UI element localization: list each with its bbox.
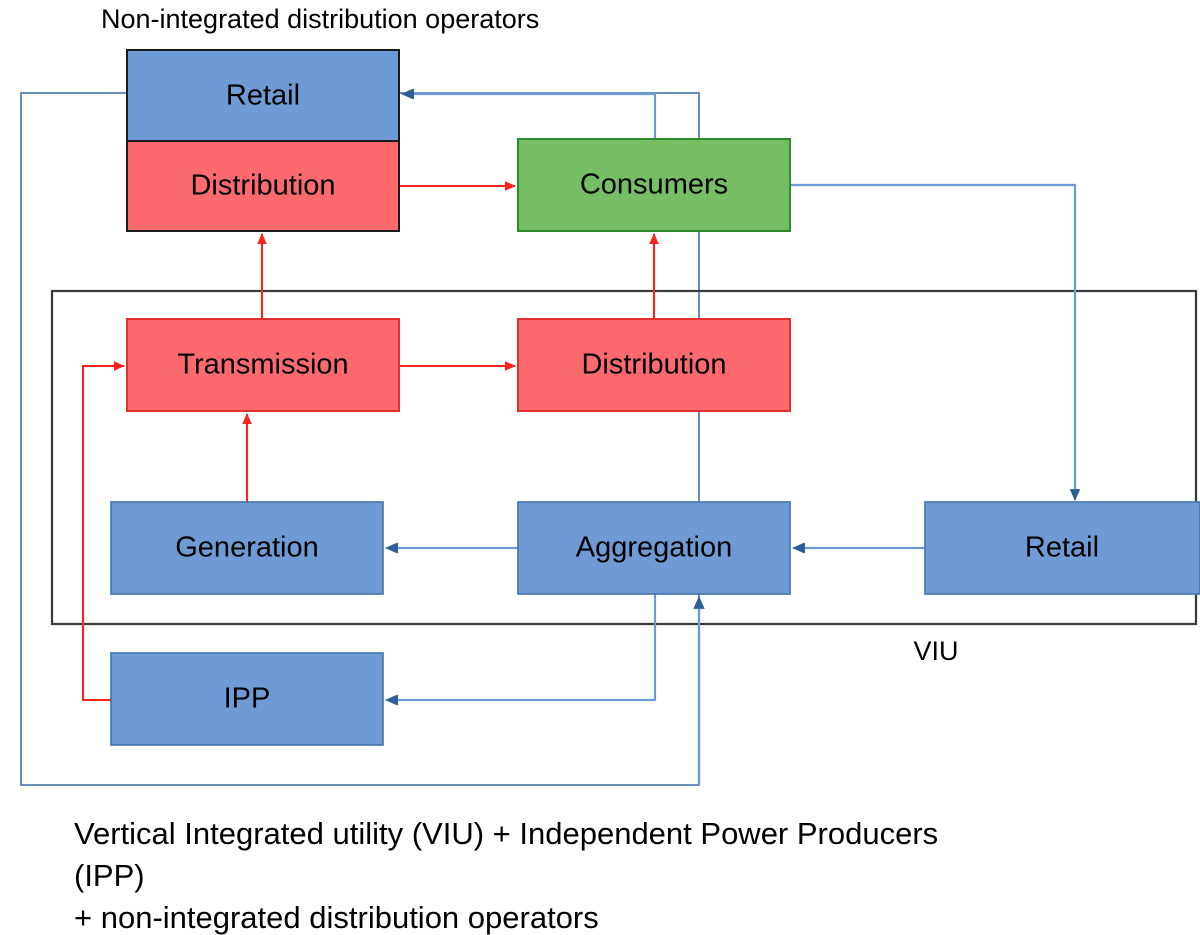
edge-consumers-to-retail-top	[401, 88, 657, 139]
node-retail-top[interactable]: Retail	[126, 49, 400, 142]
node-aggregation[interactable]: Aggregation	[517, 501, 791, 595]
node-aggregation-label: Aggregation	[576, 532, 732, 564]
node-ipp-rect[interactable]	[110, 652, 384, 746]
node-ipp-label: IPP	[224, 683, 271, 715]
node-consumers-label: Consumers	[580, 169, 728, 201]
caption-line-3: + non-integrated distribution operators	[74, 900, 599, 935]
caption-line-2: (IPP)	[74, 858, 145, 893]
node-distribution-viu-rect[interactable]	[517, 318, 791, 412]
node-generation-rect[interactable]	[110, 501, 384, 595]
node-retail-top-label: Retail	[226, 80, 300, 112]
node-distribution-viu-label: Distribution	[581, 349, 726, 381]
node-consumers-rect[interactable]	[517, 138, 791, 232]
node-retail-top-rect[interactable]	[126, 49, 400, 142]
viu-container-outline	[50, 289, 1198, 626]
node-transmission[interactable]: Transmission	[126, 318, 400, 412]
node-generation-label: Generation	[175, 532, 319, 564]
node-aggregation-rect[interactable]	[517, 501, 791, 595]
viu-label: VIU	[913, 636, 958, 666]
node-distribution-viu[interactable]: Distribution	[517, 318, 791, 412]
edge-consumers-to-retail-viu	[790, 183, 1081, 501]
node-ipp[interactable]: IPP	[110, 652, 384, 746]
node-consumers[interactable]: Consumers	[517, 138, 791, 232]
node-distribution-top-rect[interactable]	[126, 140, 400, 232]
node-transmission-label: Transmission	[177, 349, 348, 381]
node-generation[interactable]: Generation	[110, 501, 384, 595]
node-retail-viu[interactable]: Retail	[924, 501, 1200, 595]
diagram-title: Non-integrated distribution operators	[101, 4, 539, 34]
node-transmission-rect[interactable]	[126, 318, 400, 412]
edge-aggregation-to-ipp	[385, 594, 657, 706]
node-retail-viu-label: Retail	[1025, 532, 1099, 564]
node-distribution-top[interactable]: Distribution	[126, 140, 400, 232]
caption-line-1: Vertical Integrated utility (VIU) + Inde…	[74, 816, 938, 851]
node-retail-viu-rect[interactable]	[924, 501, 1200, 595]
edge-ipp-to-transmission	[81, 361, 125, 702]
node-distribution-top-label: Distribution	[190, 170, 335, 202]
